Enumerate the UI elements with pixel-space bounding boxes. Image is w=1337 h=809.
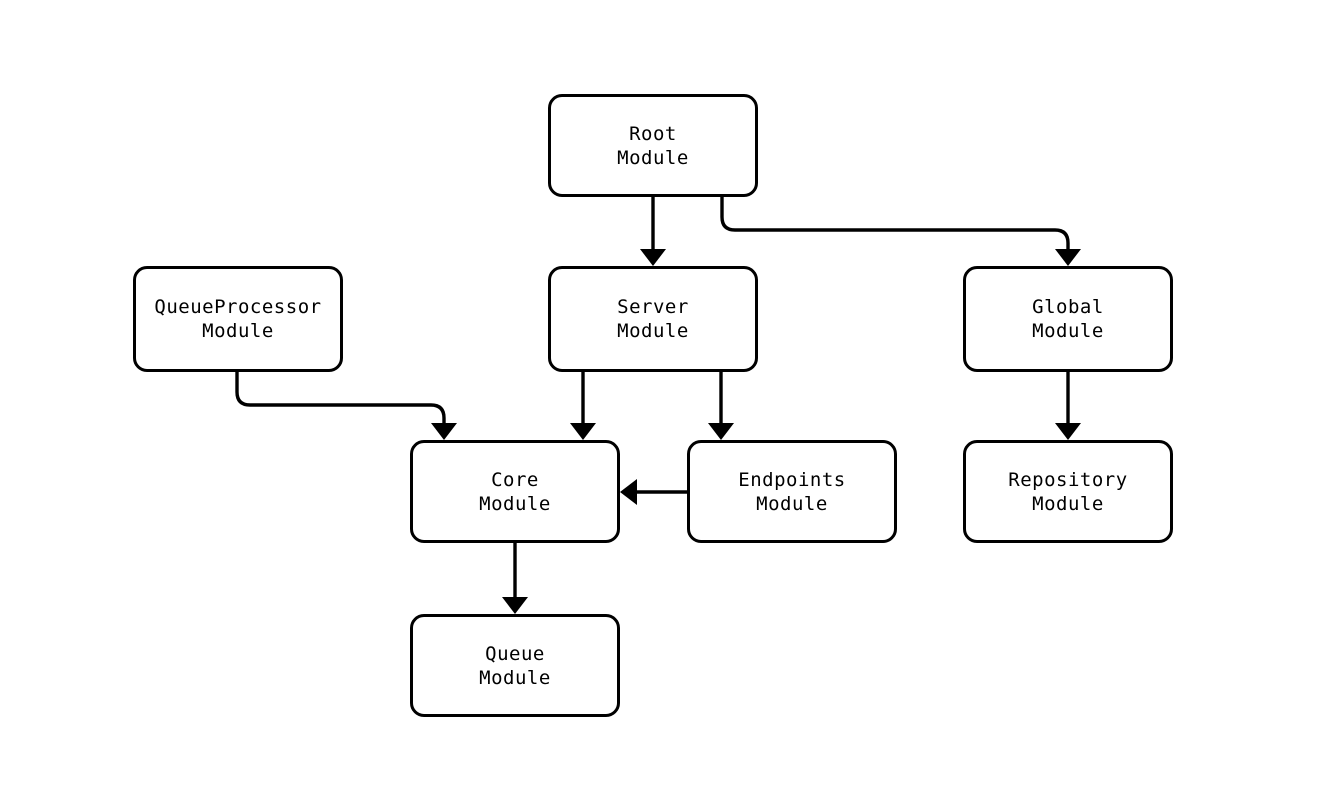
edge-root-global [720,197,1081,266]
arrowhead-icon [620,479,637,505]
edge-queueprocessor-core [235,372,457,440]
node-label-line2: Module [1032,492,1104,515]
node-core-module[interactable]: Core Module [410,440,620,543]
arrowhead-icon [640,249,666,266]
node-label-line1: Core [491,468,539,491]
arrowhead-icon [570,423,596,440]
node-label-line1: Repository [1008,468,1128,491]
node-label-line1: Root [629,122,677,145]
node-label-line2: Module [479,492,551,515]
node-label-line1: Endpoints [738,468,846,491]
edge-server-endpoints [708,372,734,440]
node-label-line2: Module [617,146,689,169]
edge-line [235,372,446,426]
node-global-module[interactable]: Global Module [963,266,1173,372]
edge-core-queue [502,543,528,614]
edge-global-repository [1055,372,1081,440]
edge-line [720,197,1070,252]
node-root-module[interactable]: Root Module [548,94,758,197]
arrowhead-icon [1055,249,1081,266]
arrowhead-icon [502,597,528,614]
node-label-line2: Module [202,320,274,342]
edge-root-server [640,197,666,266]
node-label-line1: QueueProcessor [154,296,322,318]
arrowhead-icon [708,423,734,440]
node-label-line2: Module [479,666,551,689]
node-label-line2: Module [756,492,828,515]
node-label-line1: Global [1032,296,1104,318]
node-repository-module[interactable]: Repository Module [963,440,1173,543]
edge-server-core [570,372,596,440]
node-label-line2: Module [617,320,689,342]
node-label-line2: Module [1032,320,1104,342]
arrowhead-icon [1055,423,1081,440]
node-queueprocessor-module[interactable]: QueueProcessor Module [133,266,343,372]
edge-endpoints-core [620,479,687,505]
node-queue-module[interactable]: Queue Module [410,614,620,717]
arrowhead-icon [431,423,457,440]
node-label-line1: Server [617,296,689,318]
node-label-line1: Queue [485,642,545,665]
node-endpoints-module[interactable]: Endpoints Module [687,440,897,543]
node-server-module[interactable]: Server Module [548,266,758,372]
